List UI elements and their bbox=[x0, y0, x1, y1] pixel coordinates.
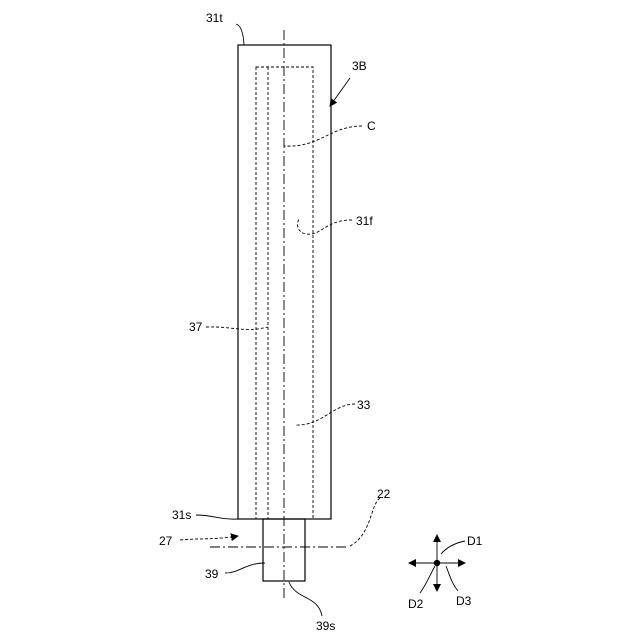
leader-39s bbox=[289, 582, 322, 616]
leader-22 bbox=[348, 498, 380, 547]
label-d2: D2 bbox=[408, 597, 424, 611]
inner-dashed-region bbox=[256, 67, 313, 519]
leader-31s bbox=[196, 515, 238, 519]
leader-3b-arrow bbox=[330, 78, 350, 106]
leader-31f bbox=[298, 218, 352, 234]
label-39: 39 bbox=[205, 567, 219, 581]
leader-d2 bbox=[420, 566, 435, 593]
leader-37 bbox=[206, 327, 268, 330]
direction-indicator: D1 D2 D3 bbox=[408, 534, 483, 611]
leader-c bbox=[284, 126, 362, 146]
leader-39 bbox=[225, 563, 265, 573]
label-3b: 3B bbox=[352, 59, 367, 73]
label-37: 37 bbox=[189, 320, 203, 334]
direction-origin-dot bbox=[434, 560, 440, 566]
label-31s: 31s bbox=[172, 508, 191, 522]
label-33: 33 bbox=[357, 398, 371, 412]
label-31t: 31t bbox=[206, 11, 223, 25]
label-c: C bbox=[367, 119, 376, 133]
leader-31t bbox=[236, 24, 244, 45]
leader-33 bbox=[296, 404, 355, 425]
main-member-outline bbox=[238, 45, 331, 519]
label-39s: 39s bbox=[316, 619, 335, 633]
leader-d1 bbox=[441, 541, 465, 554]
label-d3: D3 bbox=[456, 594, 472, 608]
label-27: 27 bbox=[159, 534, 173, 548]
label-d1: D1 bbox=[467, 534, 483, 548]
leader-27 bbox=[180, 536, 238, 540]
label-22: 22 bbox=[377, 487, 391, 501]
label-31f: 31f bbox=[356, 214, 373, 228]
leader-d3 bbox=[446, 566, 458, 591]
